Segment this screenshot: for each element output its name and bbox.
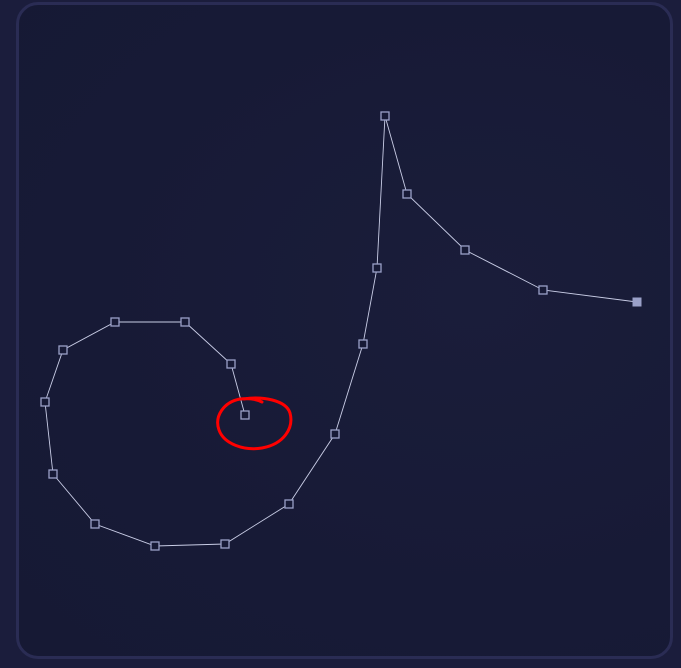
path-node[interactable] bbox=[90, 519, 100, 529]
path-node[interactable] bbox=[150, 541, 160, 551]
path-start-node[interactable] bbox=[240, 410, 250, 420]
path-node[interactable] bbox=[460, 245, 470, 255]
drawing-panel bbox=[16, 2, 673, 659]
path-node[interactable] bbox=[110, 317, 120, 327]
path-node[interactable] bbox=[538, 285, 548, 295]
path-nodes[interactable] bbox=[40, 111, 642, 551]
path-node[interactable] bbox=[358, 339, 368, 349]
bezier-path-line[interactable] bbox=[44, 115, 638, 547]
path-node[interactable] bbox=[372, 263, 382, 273]
path-node[interactable] bbox=[180, 317, 190, 327]
path-node[interactable] bbox=[380, 111, 390, 121]
path-node[interactable] bbox=[58, 345, 68, 355]
highlight-circle-annotation bbox=[216, 396, 293, 451]
path-node[interactable] bbox=[226, 359, 236, 369]
path-node[interactable] bbox=[402, 189, 412, 199]
path-node[interactable] bbox=[40, 397, 50, 407]
path-node[interactable] bbox=[220, 539, 230, 549]
path-end-node[interactable] bbox=[632, 297, 642, 307]
path-node[interactable] bbox=[330, 429, 340, 439]
path-node[interactable] bbox=[284, 499, 294, 509]
path-node[interactable] bbox=[48, 469, 58, 479]
